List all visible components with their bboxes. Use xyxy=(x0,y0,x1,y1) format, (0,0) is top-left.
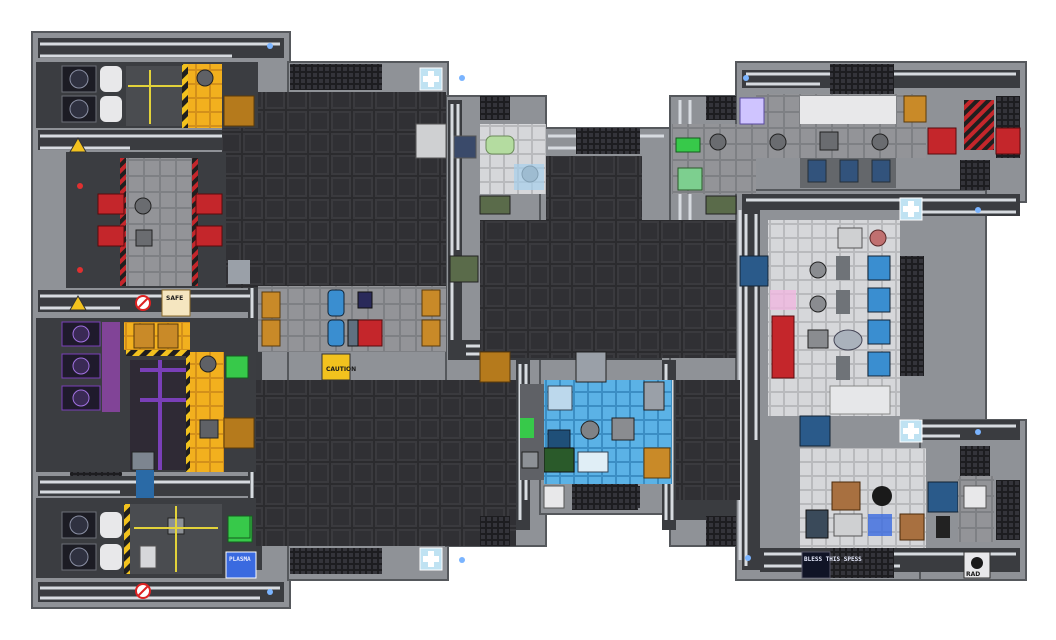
room-east-showers xyxy=(739,94,1021,188)
svg-text:SAFE: SAFE xyxy=(166,295,183,302)
svg-text:BLESS THIS SPESS: BLESS THIS SPESS xyxy=(804,556,862,563)
room-west-storage: CAUTION xyxy=(258,286,446,381)
west-engine-bay-middle xyxy=(36,318,256,498)
room-medbay xyxy=(543,380,672,509)
grid-south-center xyxy=(676,380,740,500)
west-lockers-room xyxy=(66,152,250,288)
grid-northwest xyxy=(222,92,446,288)
grid-center-upper xyxy=(546,156,642,226)
medical-signs xyxy=(419,67,923,571)
warning-icons xyxy=(69,136,151,599)
svg-text:RAD: RAD xyxy=(966,571,980,578)
status-terminals xyxy=(225,355,251,539)
grid-southwest xyxy=(254,380,516,546)
room-east-lounge xyxy=(739,220,900,416)
svg-text:PLASMA: PLASMA xyxy=(229,556,251,563)
sign-radiation: RAD xyxy=(963,551,991,579)
grid-center xyxy=(480,220,736,358)
sign-plasma: PLASMA xyxy=(225,551,257,579)
doors xyxy=(223,95,737,383)
room-north-service xyxy=(415,123,477,159)
sign-safe: SAFE xyxy=(161,289,191,317)
room-east-south xyxy=(799,415,994,548)
room-west-grey xyxy=(520,384,544,480)
sign-caution: CAUTION xyxy=(326,366,356,373)
room-medbay-lower xyxy=(572,484,638,510)
lights xyxy=(267,43,981,595)
west-engine-bay-south xyxy=(36,498,256,578)
west-engine-bay-north xyxy=(36,62,258,128)
sign-bless: BLESS THIS SPESS xyxy=(801,551,862,579)
